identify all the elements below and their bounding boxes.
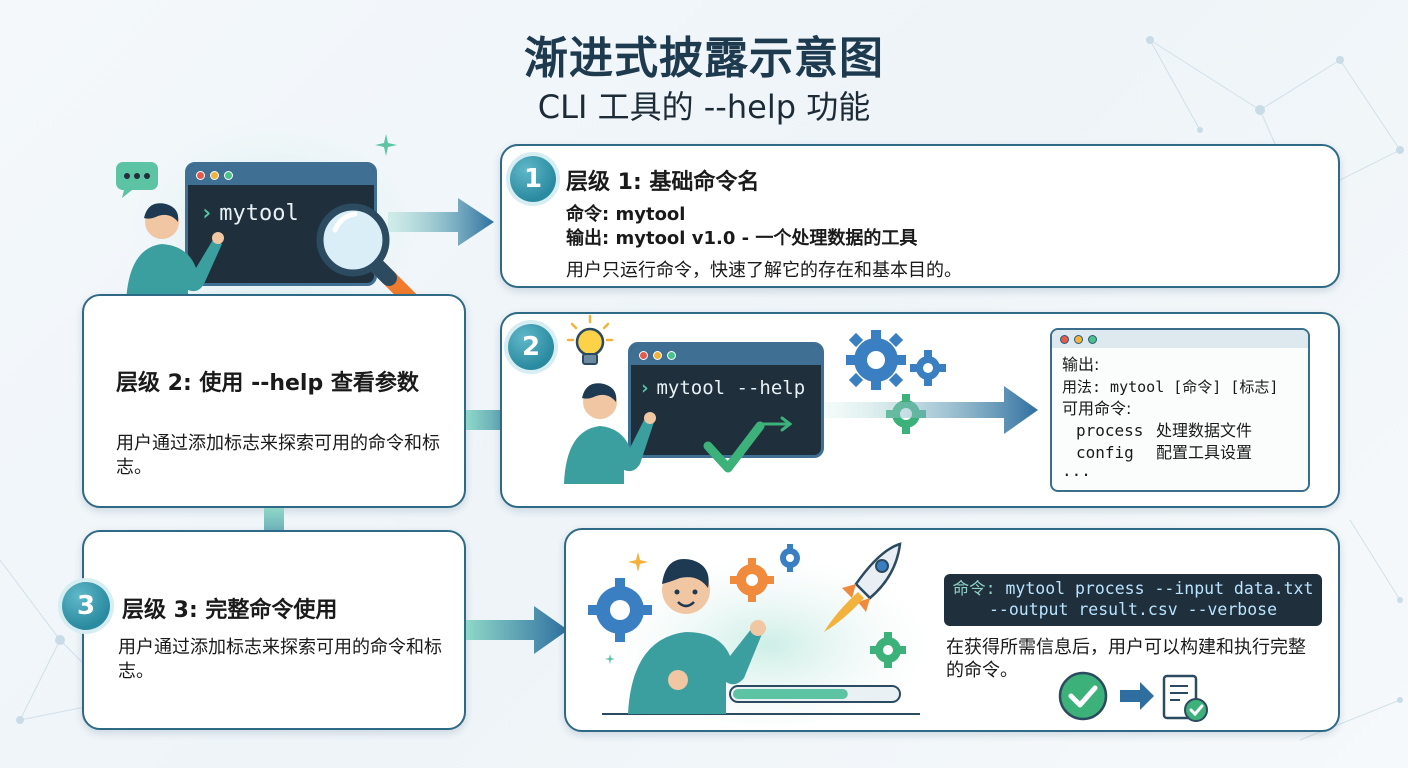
arrow-to-level1 <box>388 198 494 246</box>
help-command-row: process 处理数据文件 <box>1062 420 1298 442</box>
terminal-line: ›mytool <box>188 185 374 226</box>
level1-command-line: 命令: mytool <box>566 200 685 226</box>
close-dot-icon <box>639 350 648 360</box>
maximize-dot-icon <box>667 350 676 360</box>
success-flow <box>1058 671 1208 722</box>
help-command-name: config <box>1076 443 1134 462</box>
maximize-dot-icon <box>1088 334 1097 344</box>
sparkle-icon <box>375 134 397 156</box>
level1-command-label: 命令: <box>566 204 616 225</box>
help-commands-header: 可用命令: <box>1062 399 1132 418</box>
terminal-titlebar <box>188 165 374 185</box>
help-usage-line: 用法: mytool [命令] [标志] <box>1062 378 1279 396</box>
rocket-icon <box>824 542 902 632</box>
document-check-icon <box>1162 674 1208 722</box>
prompt-icon: › <box>639 377 651 399</box>
level1-title: 层级 1: 基础命令名 <box>566 170 760 195</box>
minimize-dot-icon <box>653 350 662 360</box>
chat-bubble-icon <box>116 162 158 198</box>
level3-command-line2: --output result.csv --verbose <box>988 600 1278 619</box>
gear-icon <box>846 330 946 434</box>
page-subtitle: CLI 工具的 --help 功能 <box>537 88 871 126</box>
minimize-dot-icon <box>210 170 219 180</box>
terminal-command: mytool <box>219 201 299 226</box>
level3-command-line1: 命令: mytool process --input data.txt <box>950 578 1316 599</box>
level3-title: 层级 3: 完整命令使用 <box>122 598 338 623</box>
level3-command-label: 命令: <box>952 579 996 598</box>
window-titlebar <box>1052 330 1308 348</box>
level1-description: 用户只运行命令，快速了解它的存在和基本目的。 <box>566 260 962 281</box>
terminal-line: ›mytool --help <box>631 365 821 399</box>
help-output-label: 输出: <box>1062 355 1100 374</box>
level3-command-box: 命令: mytool process --input data.txt --ou… <box>944 574 1322 626</box>
level3-result-text: 在获得所需信息后，用户可以构建和执行完整的命令。 <box>946 637 1306 681</box>
level1-output-value: mytool v1.0 - 一个处理数据的工具 <box>615 228 918 249</box>
level2-description: 用户通过添加标志来探索可用的命令和标志。 <box>116 433 440 478</box>
level2-terminal: ›mytool --help <box>628 342 824 458</box>
magnifier-icon <box>316 203 425 314</box>
help-ellipsis: ... <box>1062 461 1091 480</box>
level1-output-line: 输出: mytool v1.0 - 一个处理数据的工具 <box>566 224 917 250</box>
prompt-icon: › <box>200 201 214 226</box>
page-title: 渐进式披露示意图 <box>524 33 884 84</box>
level3-card: 3 层级 3: 完整命令使用 用户通过添加标志来探索可用的命令和标志。 <box>62 530 466 730</box>
checkmark-icon <box>1058 671 1108 721</box>
help-command-row: config 配置工具设置 <box>1062 442 1298 464</box>
help-output-body: 输出: 用法: mytool [命令] [标志] 可用命令: process 处… <box>1052 348 1308 484</box>
level3-description: 用户通过添加标志来探索可用的命令和标志。 <box>118 637 442 682</box>
arrow-to-help-output <box>824 386 1038 434</box>
terminal-titlebar <box>631 345 821 365</box>
help-command-desc: 配置工具设置 <box>1156 443 1253 462</box>
level3-command-text1: mytool process --input data.txt <box>1005 579 1314 598</box>
level2-card: 层级 2: 使用 --help 查看参数 用户通过添加标志来探索可用的命令和标志… <box>82 294 466 508</box>
level3-badge: 3 <box>62 582 110 630</box>
level1-card: 1 层级 1: 基础命令名 命令: mytool 输出: mytool v1.0… <box>500 144 1340 288</box>
progress-fill <box>733 689 848 699</box>
user-figure-icon <box>564 383 656 484</box>
sparkle-icon <box>628 552 648 572</box>
maximize-dot-icon <box>224 170 233 180</box>
lightbulb-icon <box>566 314 614 365</box>
user-figure-icon <box>126 203 224 304</box>
arrow-to-level3-panel <box>466 606 568 654</box>
help-output-window: 输出: 用法: mytool [命令] [标志] 可用命令: process 处… <box>1050 328 1310 492</box>
level2-badge: 2 <box>508 324 554 370</box>
level2-title: 层级 2: 使用 --help 查看参数 <box>116 371 419 396</box>
help-command-name: process <box>1076 421 1144 440</box>
level1-badge: 1 <box>510 156 556 202</box>
close-dot-icon <box>1060 334 1069 344</box>
help-command-desc: 处理数据文件 <box>1156 421 1253 440</box>
checkmark-icon <box>703 416 793 473</box>
minimize-dot-icon <box>1074 334 1083 344</box>
close-dot-icon <box>196 170 205 180</box>
level1-output-label: 输出: <box>566 228 616 249</box>
level3-illustration <box>588 542 930 726</box>
level1-command-value: mytool <box>615 204 686 225</box>
terminal-command: mytool --help <box>656 377 806 399</box>
